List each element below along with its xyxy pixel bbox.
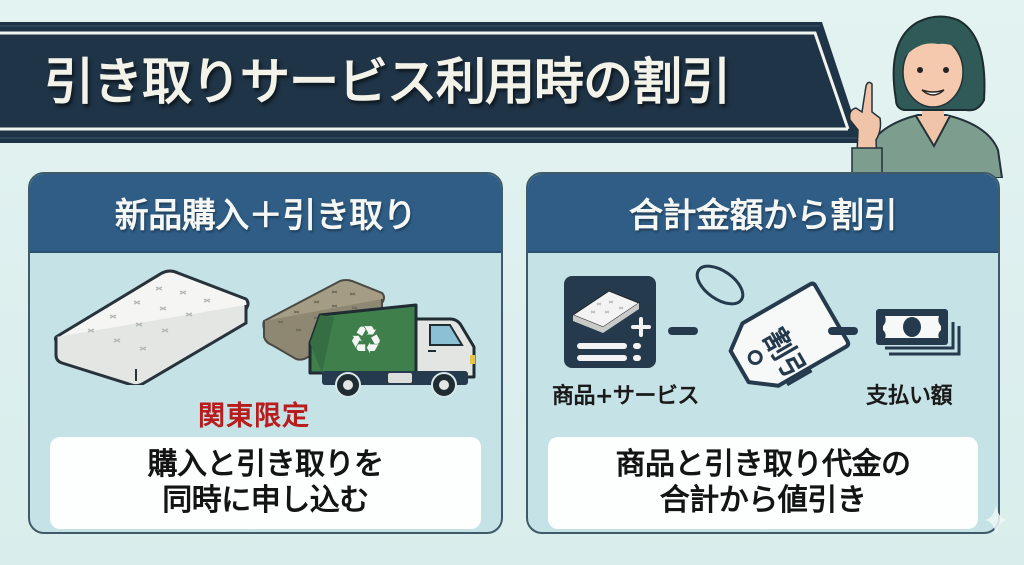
panel-title: 合計金額から割引 — [629, 196, 898, 236]
sparkle-icon — [985, 505, 1007, 535]
cash-icon — [876, 309, 961, 356]
recycling-truck-icon: ♻ — [308, 303, 476, 397]
panel-body: 商品+サービス 割引 支払い額 商品と引き取り代金の 合計から値引き — [528, 253, 998, 531]
product-service-label: 商品+サービス — [552, 384, 699, 409]
panel-new-purchase-pickup: 新品購入＋引き取り — [28, 172, 503, 534]
payment-amount-label: 支払い額 — [866, 384, 953, 409]
product-service-icon — [564, 276, 656, 368]
panel-header: 合計金額から割引 — [528, 174, 998, 253]
new-mattress-icon — [54, 269, 250, 385]
panel-header: 新品購入＋引き取り — [30, 174, 501, 253]
panel-body: ♻ 関東限定 購入と引き取りを 同時に申し込む — [30, 253, 501, 531]
recycle-icon: ♻ — [349, 318, 383, 362]
discount-tag-icon: 割引 — [695, 264, 851, 392]
minus-connector — [668, 327, 698, 335]
description-box: 購入と引き取りを 同時に申し込む — [50, 437, 481, 529]
minus-connector — [828, 327, 858, 335]
presenter-illustration — [838, 0, 1024, 179]
description-line-1: 購入と引き取りを — [147, 447, 385, 482]
panel-total-discount: 合計金額から割引 商品+サービス 割引 — [526, 172, 1000, 534]
banner-shape — [0, 22, 862, 143]
description-line-2: 同時に申し込む — [162, 483, 369, 518]
panel-title: 新品購入＋引き取り — [114, 196, 417, 236]
page-title: 引き取りサービス利用時の割引 — [44, 53, 731, 111]
title-banner: 引き取りサービス利用時の割引 — [0, 22, 862, 143]
description-line-1: 商品と引き取り代金の — [615, 447, 912, 482]
description-line-2: 合計から値引き — [659, 483, 867, 518]
description-box: 商品と引き取り代金の 合計から値引き — [548, 437, 978, 529]
region-limited-label: 関東限定 — [198, 401, 310, 432]
